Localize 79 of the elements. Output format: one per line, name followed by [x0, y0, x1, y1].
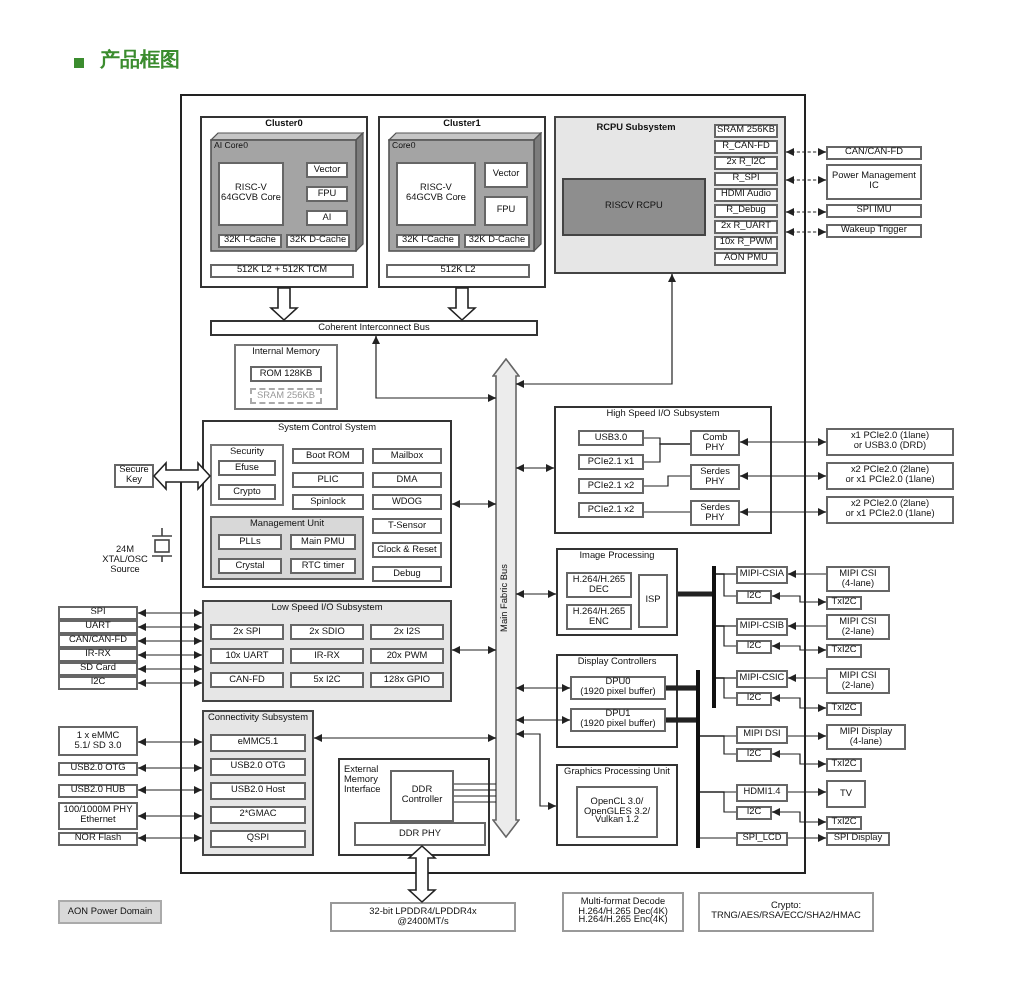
arrow — [137, 609, 203, 617]
page-title: 产品框图 — [100, 48, 180, 76]
arrow — [137, 786, 203, 794]
arrow — [739, 508, 827, 516]
connector-line — [453, 789, 497, 791]
core-block — [388, 132, 542, 252]
arrow — [137, 651, 203, 659]
connector-line — [643, 443, 691, 463]
subsystem-box — [202, 600, 452, 702]
subsystem-box — [554, 116, 786, 274]
arrow — [787, 570, 827, 578]
container-box — [556, 764, 678, 846]
connector-line — [643, 511, 691, 513]
arrow — [787, 622, 827, 630]
container-box — [378, 116, 546, 288]
bus-line — [696, 670, 700, 848]
group-box — [234, 344, 338, 410]
arrow — [137, 623, 203, 631]
arrow — [137, 637, 203, 645]
arrow — [372, 335, 497, 402]
arrow — [451, 646, 497, 654]
block-arrow — [152, 460, 212, 492]
arrow — [787, 732, 827, 740]
container-box — [556, 654, 678, 748]
core-block — [210, 132, 364, 252]
arrow — [137, 665, 203, 673]
container-box — [202, 420, 452, 588]
connector-line — [453, 783, 497, 785]
container-box — [554, 406, 772, 534]
connector-line — [715, 625, 737, 647]
connector-line — [715, 573, 737, 597]
thick-line — [666, 685, 696, 691]
group-box — [210, 516, 364, 580]
arrow — [785, 176, 827, 184]
bus-line — [712, 566, 716, 708]
arrow — [785, 148, 827, 156]
arrow — [313, 734, 497, 742]
subsystem-box — [202, 710, 314, 856]
arrow — [515, 464, 555, 472]
arrow — [515, 684, 571, 692]
arrow — [771, 750, 827, 768]
block-arrow — [406, 844, 438, 904]
arrow — [137, 764, 203, 772]
arrow — [771, 808, 827, 826]
connector-line — [699, 791, 737, 813]
thick-line — [678, 591, 712, 597]
arrow — [451, 500, 497, 508]
arrow — [137, 812, 203, 820]
thick-line — [666, 717, 696, 723]
arrow — [771, 694, 827, 712]
arrow — [515, 730, 557, 810]
connector-line — [699, 735, 737, 755]
container-box — [338, 758, 490, 856]
arrow — [771, 592, 827, 606]
arrow — [787, 674, 827, 682]
block-arrow — [446, 287, 478, 322]
connector-line — [699, 837, 737, 839]
arrow — [787, 788, 827, 796]
arrow — [137, 738, 203, 746]
arrow — [785, 228, 827, 236]
arrow — [515, 590, 557, 598]
connector-line — [453, 801, 497, 803]
arrow — [515, 716, 571, 724]
container-box — [556, 548, 678, 636]
bus-bar — [492, 358, 520, 838]
block-arrow — [268, 287, 300, 322]
arrow — [137, 834, 203, 842]
connector-line — [715, 677, 737, 699]
arrow — [787, 834, 827, 842]
arrow — [137, 679, 203, 687]
arrow — [739, 472, 827, 480]
arrow — [739, 438, 827, 446]
container-box — [200, 116, 368, 288]
arrow — [785, 208, 827, 216]
arrow — [515, 273, 676, 388]
connector-line — [453, 795, 497, 797]
connector-line — [643, 475, 691, 487]
group-box — [210, 444, 284, 506]
arrow — [771, 642, 827, 654]
